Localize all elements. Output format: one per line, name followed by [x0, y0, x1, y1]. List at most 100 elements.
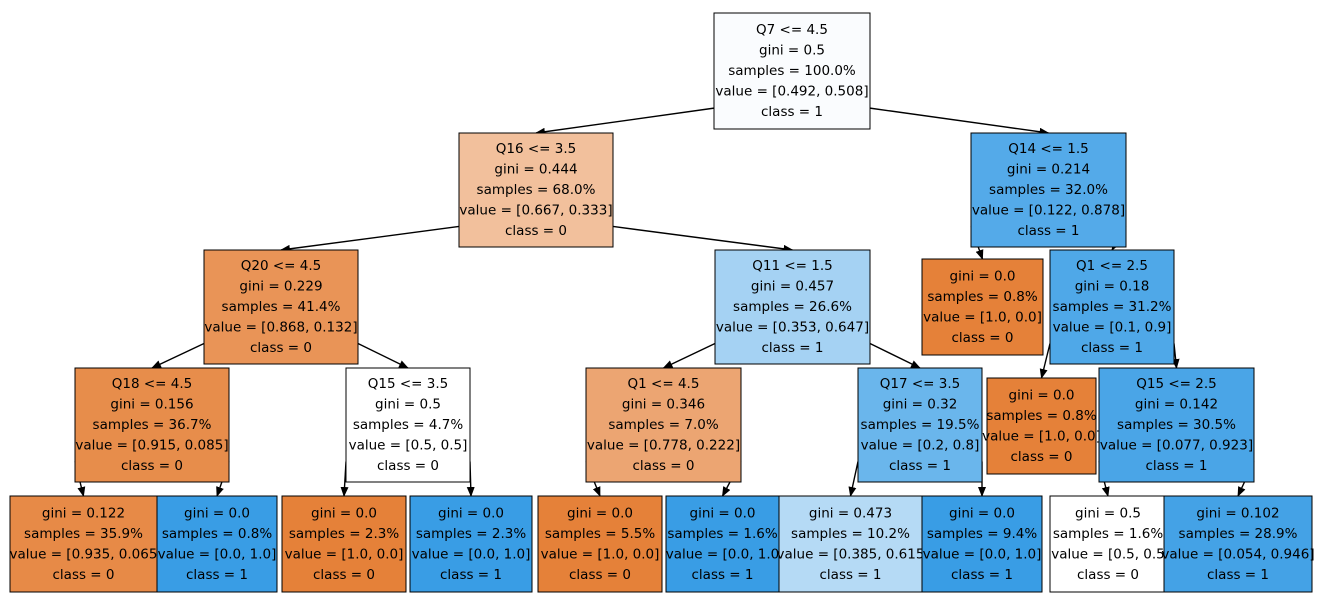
node-line: value = [0.0, 1.0] — [923, 546, 1042, 562]
node-line: value = [0.0, 1.0 — [666, 546, 780, 562]
node-line: gini = 0.457 — [751, 279, 834, 295]
node-line: class = 0 — [313, 567, 375, 583]
node-line: value = [0.492, 0.508] — [715, 84, 868, 100]
node-line: samples = 0.8% — [986, 408, 1096, 424]
node-line: samples = 30.5% — [1117, 417, 1236, 433]
node-line: value = [0.054, 0.946] — [1161, 546, 1314, 562]
node-box — [857, 367, 983, 483]
node-box — [345, 367, 471, 483]
node-line: samples = 41.4% — [222, 299, 341, 315]
edge-n0-n2 — [869, 107, 1050, 136]
node-line: class = 1 — [1018, 223, 1080, 239]
node-line: samples = 100.0% — [728, 63, 856, 79]
node-line: gini = 0.0 — [690, 505, 756, 521]
node-line: class = 1 — [692, 567, 754, 583]
node-line: Q20 <= 4.5 — [241, 258, 321, 274]
node-line: Q17 <= 3.5 — [880, 376, 960, 392]
node-line: samples = 10.2% — [791, 526, 910, 542]
node-line: value = [0.5, 0.5 — [1051, 546, 1165, 562]
node-line: samples = 31.2% — [1053, 299, 1172, 315]
node-line: gini = 0.214 — [1007, 162, 1090, 178]
node-line: class = 1 — [1081, 340, 1143, 356]
node-line: gini = 0.5 — [1075, 505, 1141, 521]
node-line: value = [0.935, 0.065 — [10, 546, 158, 562]
node-line: gini = 0.0 — [184, 505, 250, 521]
node-line: class = 1 — [1146, 458, 1208, 474]
node-line: samples = 9.4% — [927, 526, 1037, 542]
node-box — [537, 495, 663, 593]
node-box — [986, 377, 1097, 475]
tree-node-n17: gini = 0.0 samples = 5.5% value = [1.0, 0.… — [537, 495, 663, 593]
node-line: samples = 19.5% — [861, 417, 980, 433]
node-line: gini = 0.229 — [239, 279, 322, 295]
node-line: Q14 <= 1.5 — [1008, 141, 1088, 157]
node-box — [714, 249, 871, 365]
node-box — [1049, 249, 1175, 365]
node-line: gini = 0.0 — [311, 505, 377, 521]
node-line: class = 0 — [121, 458, 183, 474]
node-box — [921, 258, 1044, 356]
node-box — [1098, 367, 1255, 483]
node-box — [74, 367, 230, 483]
node-box — [1049, 495, 1167, 593]
node-line: class = 1 — [761, 104, 823, 120]
node-line: samples = 36.7% — [93, 417, 212, 433]
node-line: gini = 0.102 — [1196, 505, 1279, 521]
node-line: value = [0.1, 0.9] — [1053, 320, 1172, 336]
node-line: Q1 <= 4.5 — [628, 376, 700, 392]
node-line: class = 0 — [53, 567, 115, 583]
node-line: class = 1 — [440, 567, 502, 583]
node-line: Q16 <= 3.5 — [496, 141, 576, 157]
node-box — [921, 495, 1043, 593]
node-line: class = 0 — [505, 223, 567, 239]
node-line: gini = 0.473 — [809, 505, 892, 521]
node-line: gini = 0.18 — [1075, 279, 1150, 295]
node-line: class = 1 — [889, 458, 951, 474]
node-box — [156, 495, 278, 593]
node-line: class = 0 — [1077, 567, 1139, 583]
node-line: Q18 <= 4.5 — [112, 376, 192, 392]
node-line: gini = 0.5 — [759, 43, 825, 59]
node-line: gini = 0.0 — [949, 505, 1015, 521]
node-line: samples = 32.0% — [989, 182, 1108, 198]
node-box — [665, 495, 780, 593]
node-line: value = [0.353, 0.647] — [716, 320, 869, 336]
node-line: gini = 0.0 — [567, 505, 633, 521]
node-line: samples = 68.0% — [477, 182, 596, 198]
node-line: samples = 0.8% — [162, 526, 272, 542]
node-line: gini = 0.346 — [622, 397, 705, 413]
node-box — [778, 495, 923, 593]
node-line: gini = 0.122 — [42, 505, 125, 521]
node-line: class = 1 — [951, 567, 1013, 583]
node-line: value = [1.0, 0.0] — [285, 546, 404, 562]
node-line: value = [0.915, 0.085] — [75, 438, 228, 454]
node-line: gini = 0.0 — [438, 505, 504, 521]
node-line: value = [0.0, 1.0] — [158, 546, 277, 562]
node-line: class = 1 — [186, 567, 248, 583]
node-box — [458, 132, 614, 248]
node-line: class = 0 — [1011, 449, 1073, 465]
edge-n3-n7 — [151, 342, 205, 369]
node-line: class = 0 — [377, 458, 439, 474]
node-line: value = [0.2, 0.8] — [861, 438, 980, 454]
node-line: gini = 0.0 — [1009, 387, 1075, 403]
node-line: samples = 5.5% — [545, 526, 655, 542]
node-line: class = 0 — [569, 567, 631, 583]
node-line: value = [1.0, 0.0] — [541, 546, 660, 562]
node-line: samples = 2.3% — [416, 526, 526, 542]
tree-node-n20: gini = 0.0 samples = 9.4% value = [0.0, 1.… — [921, 495, 1043, 593]
node-line: value = [0.667, 0.333] — [459, 203, 612, 219]
node-line: samples = 7.0% — [608, 417, 718, 433]
node-box — [585, 367, 742, 483]
